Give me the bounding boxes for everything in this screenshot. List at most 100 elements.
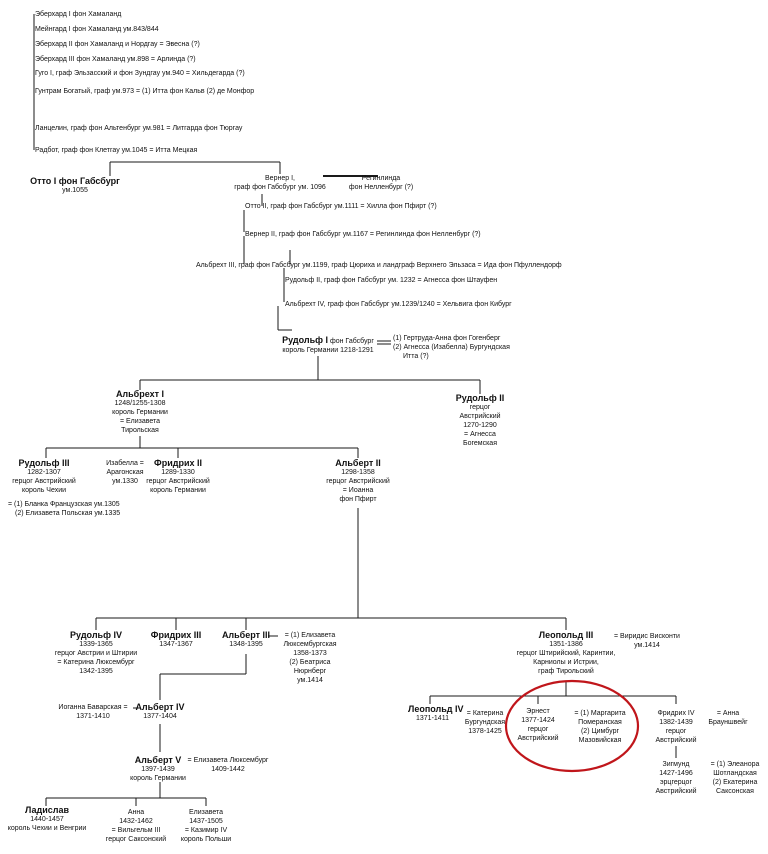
leopold3-name: Леопольд III: [538, 630, 594, 640]
ernst-line: герцог: [527, 726, 549, 733]
viridis-line: = Виридис Висконти: [614, 633, 680, 640]
sigmund-spouse-line: (2) Екатерина: [712, 779, 758, 786]
albert3-spouse-line: (2) Беатриса: [289, 659, 331, 666]
sigmund-line: эрцгерцог: [659, 779, 693, 786]
person-friedrich2: Фридрих II 1289-1330 герцог Австрийский …: [140, 459, 216, 495]
rudolf4-line: 1339-1365: [79, 641, 113, 648]
ladislav-name: Ладислав: [24, 805, 70, 815]
leopold4-spouse-line: = Катерина: [466, 710, 504, 717]
rudolf3-spouse1: = (1) Бланка Французская ум.1305: [8, 501, 120, 508]
rudolf4-line: = Катерина Люксембург: [57, 659, 135, 666]
leopold4-spouse: = Катерина Бургундская 1378-1425: [460, 709, 510, 736]
reginlinda-line1: Регинлинда: [361, 175, 401, 182]
rudolf3-line: герцог Австрийский: [12, 478, 76, 485]
friedrich4-line: Австрийский: [655, 737, 697, 744]
isabella-line: ум.1330: [112, 478, 138, 485]
person-ernst: Эрнест 1377-1424 герцог Австрийский: [514, 707, 562, 743]
johanna-line: 1371-1410: [76, 713, 110, 720]
albrecht1-line: король Германии: [112, 409, 168, 416]
rudolf4-line: герцог Австрии и Штирии: [54, 650, 138, 657]
anna-line: Анна: [127, 809, 145, 816]
albrecht1-line: Тирольская: [121, 427, 159, 434]
rudolf2d-name: Рудольф II: [455, 393, 505, 403]
leopold3-spouse: = Виридис Висконти ум.1414: [606, 632, 688, 650]
elizabeth-line: = Казимир IV: [184, 827, 228, 834]
albert3-name: Альберт III: [221, 630, 271, 640]
anna-line: = Вильгельм III: [111, 827, 161, 834]
ancestor-hugo: Гуго I, граф Эльзасский и фон Зундгау ум…: [35, 70, 245, 77]
albert5-name: Альберт V: [134, 755, 182, 765]
person-albert3: Альберт III 1348-1395: [220, 631, 272, 649]
ernst-spouse-line: (2) Цимбург: [580, 728, 620, 735]
friedrich3-name: Фридрих III: [150, 630, 202, 640]
anna-line: 1432-1462: [119, 818, 153, 825]
sigmund-spouse-line: = (1) Элеанора: [710, 761, 760, 768]
leopold3-line: Карниолы и Истрии,: [533, 659, 599, 666]
person-leopold3: Леопольд III 1351-1386 герцог Штирийский…: [506, 631, 626, 676]
highlight-circle: [504, 679, 640, 773]
ernst-line: 1377-1424: [521, 717, 555, 724]
friedrich2-line: король Германии: [150, 487, 206, 494]
rudolf3-line: король Чехии: [21, 487, 67, 494]
person-isabella: Изабелла = Арагонская ум.1330: [100, 459, 150, 486]
friedrich4-spouse-line: Брауншвейг: [708, 719, 748, 726]
line-rudolf2: Рудольф II, граф фон Габсбург ум. 1232 =…: [285, 277, 498, 284]
isabella-line: Арагонская: [106, 469, 144, 476]
ancestor-radbot: Радбот, граф фон Клетгау ум.1045 = Итта …: [35, 147, 198, 154]
friedrich4-line: Фридрих IV: [657, 710, 695, 717]
person-albrecht1: Альбрехт I 1248/1255-1308 король Германи…: [95, 390, 185, 435]
rudolf2d-line: 1270-1290: [463, 422, 497, 429]
albert3-spouse-line: 1358-1373: [293, 650, 327, 657]
friedrich4-spouse-line: = Анна: [716, 710, 740, 717]
albert3-line: 1348-1395: [229, 641, 263, 648]
isabella-line: Изабелла =: [106, 460, 144, 467]
ancestor-eberhard3: Эберхард III фон Хамаланд ум.898 = Арлин…: [35, 56, 196, 63]
person-rudolf4: Рудольф IV 1339-1365 герцог Австрии и Шт…: [46, 631, 146, 676]
reginlinda-line2: фон Нелленбург (?): [348, 184, 414, 191]
albert3-spouses: = (1) Елизавета Люксембургская 1358-1373…: [278, 631, 342, 685]
friedrich2-line: 1289-1330: [161, 469, 195, 476]
ancestor-lanzelin: Ланцелин, граф фон Альтенбург ум.981 = Л…: [35, 125, 243, 132]
rudolf2d-line: Богемская: [463, 440, 497, 447]
rudolf1-name: Рудольф I: [282, 335, 329, 345]
ancestor-meingard: Мейнгард I фон Хамаланд ум.843/844: [35, 26, 159, 33]
person-johanna: Иоганна Баварская = 1371-1410: [52, 703, 134, 721]
friedrich2-name: Фридрих II: [154, 458, 202, 468]
albrecht1-line: 1248/1255-1308: [114, 400, 166, 407]
otto1-dates: ум.1055: [62, 187, 88, 194]
person-reginlinda: Регинлинда фон Нелленбург (?): [346, 174, 416, 192]
rudolf3-spouse2: (2) Елизавета Польская ум.1335: [15, 510, 121, 517]
rudolf3-line: 1282-1307: [27, 469, 61, 476]
albert4-line: 1377-1404: [143, 713, 177, 720]
albert5-line: 1397-1439: [141, 766, 175, 773]
viridis-line: ум.1414: [634, 642, 660, 649]
rudolf3-name: Рудольф III: [18, 458, 70, 468]
rudolf4-line: 1342-1395: [79, 668, 113, 675]
ancestor-eberhard1: Эберхард I фон Хамаланд: [35, 11, 122, 18]
friedrich4-line: 1382-1439: [659, 719, 693, 726]
ernst-line: Австрийский: [517, 735, 559, 742]
albert2-line: = Иоанна: [342, 487, 374, 494]
albert2-line: фон Пфирт: [339, 496, 377, 503]
werner1-line2: граф фон Габсбург ум. 1096: [234, 184, 326, 191]
albert3-spouse-line: Нюрнберг: [293, 668, 327, 675]
person-friedrich4: Фридрих IV 1382-1439 герцог Австрийский: [650, 709, 702, 745]
line-albrecht4: Альбрехт IV, граф фон Габсбург ум.1239/1…: [285, 301, 512, 308]
albert5-spouse: = Елизавета Люксембург 1409-1442: [180, 756, 276, 774]
rudolf4-name: Рудольф IV: [70, 630, 122, 640]
line-albrecht3: Альбрехт III, граф фон Габсбург ум.1199,…: [196, 262, 562, 269]
sigmund-spouse-line: Шотландская: [713, 770, 757, 777]
albert3-spouse-line: ум.1414: [297, 677, 323, 684]
albert5-spouse-line: = Елизавета Люксембург: [187, 757, 269, 764]
leopold4-line: 1371-1411: [416, 715, 449, 722]
leopold4-spouse-line: 1378-1425: [468, 728, 502, 735]
rudolf1-title: король Германии 1218-1291: [282, 347, 374, 354]
albert5-spouse-line: 1409-1442: [211, 766, 245, 773]
person-sigmund: Зигмунд 1427-1496 эрцгерцог Австрийский: [646, 760, 706, 796]
friedrich2-line: герцог Австрийский: [146, 478, 210, 485]
otto1-name: Отто I фон Габсбург: [30, 176, 120, 186]
leopold4-name: Леопольд IV: [408, 704, 464, 714]
person-rudolf2-duke: Рудольф II герцог Австрийский 1270-1290 …: [450, 394, 510, 448]
leopold4-spouse-line: Бургундская: [464, 719, 506, 726]
person-friedrich3: Фридрих III 1347-1367: [146, 631, 206, 649]
